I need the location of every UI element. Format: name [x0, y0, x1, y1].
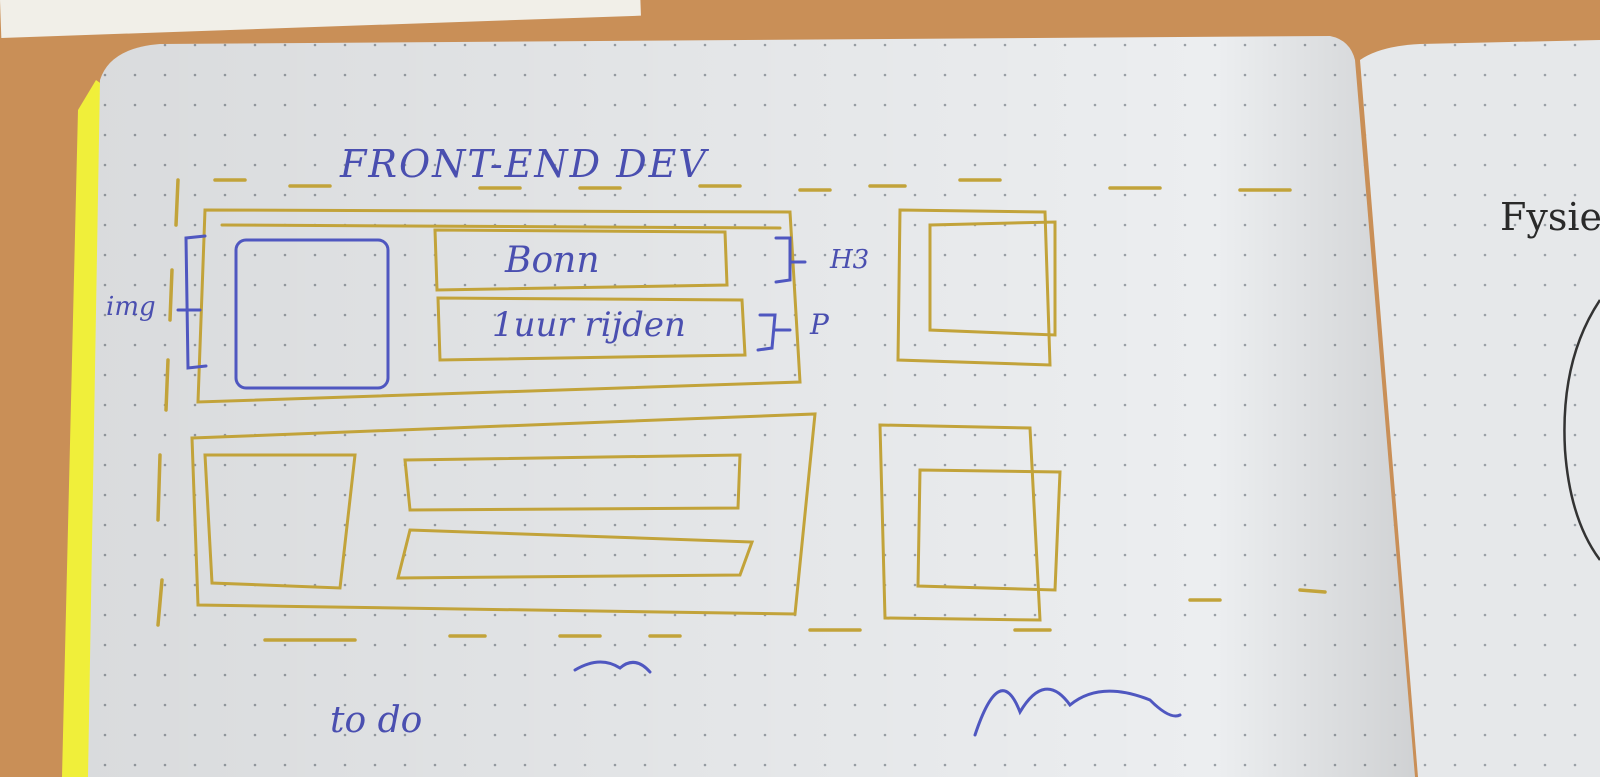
label-todo: to do — [330, 700, 423, 741]
left-page-shade — [88, 36, 1415, 777]
right-page-curve — [1563, 299, 1600, 561]
outer-dashed-frame — [156, 178, 1327, 642]
top-paper-strip — [0, 0, 641, 38]
heading-front-end-dev: FRONT-END DEV — [340, 142, 708, 186]
card-1-image-placeholder — [234, 238, 390, 390]
label-1uur-rijden: 1uur rijden — [492, 305, 686, 345]
label-bonn: Bonn — [505, 240, 600, 281]
label-p: P — [810, 308, 829, 341]
card-2-sketch — [190, 412, 817, 616]
side-box-top — [896, 208, 1057, 367]
label-h3: H3 — [830, 245, 870, 275]
card-1-sketch — [196, 208, 802, 404]
right-page-dots — [1360, 40, 1600, 777]
right-page-text: Fysie — [1500, 195, 1600, 239]
label-img: img — [106, 292, 156, 322]
side-box-bottom — [878, 423, 1062, 622]
blue-annotations — [176, 234, 1182, 737]
